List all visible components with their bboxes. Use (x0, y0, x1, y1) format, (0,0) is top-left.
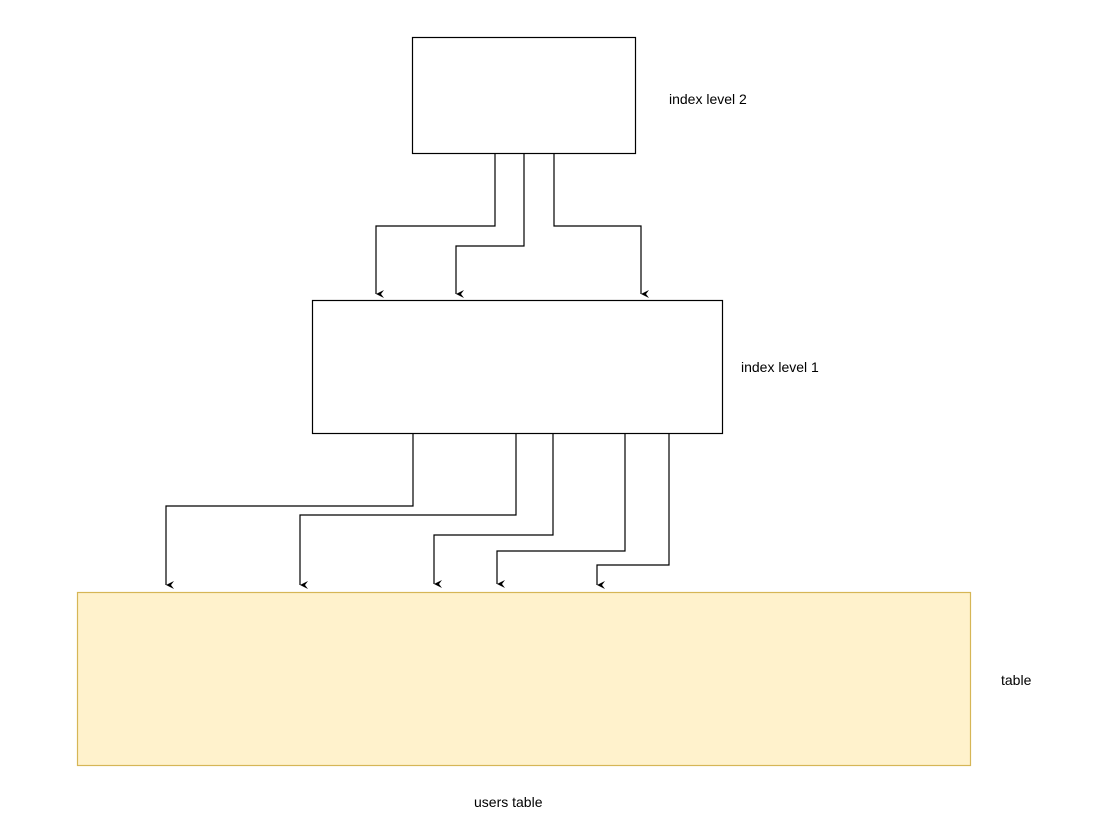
edge-l1-to-table-5 (596, 433, 670, 589)
index-level-2-box[interactable] (411, 36, 637, 155)
edge-l1-to-table-2 (299, 433, 517, 589)
index-level-1-label: index level 1 (741, 359, 819, 375)
edge-l1-to-table-4 (496, 433, 626, 588)
users-table-caption: users table (474, 794, 543, 810)
edge-l2-to-l1-1 (375, 153, 496, 298)
index-level-2-label: index level 2 (669, 91, 747, 107)
edge-l2-to-l1-2 (455, 153, 525, 298)
table-label: table (1001, 672, 1032, 688)
index-level-1-box[interactable] (311, 299, 724, 435)
edge-l1-to-table-1 (165, 433, 414, 589)
edge-l1-to-table-3 (433, 433, 554, 588)
table-box[interactable] (76, 591, 972, 767)
edge-l2-to-l1-3 (553, 153, 649, 298)
